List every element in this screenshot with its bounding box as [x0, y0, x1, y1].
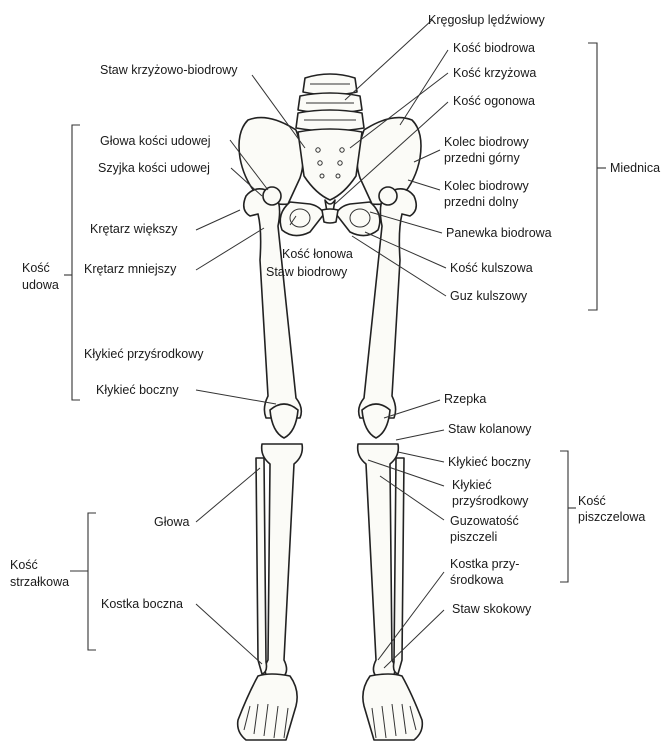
label-ischial-tuberosity: Guz kulszowy	[450, 289, 528, 303]
label-femoral-head: Głowa kości udowej	[100, 134, 210, 148]
femur-bracket	[64, 125, 80, 400]
label-aiis-line1: Kolec biodrowy	[444, 179, 530, 193]
label-asis-line1: Kolec biodrowy	[444, 135, 530, 149]
label-greater-trochanter: Krętarz większy	[90, 222, 178, 236]
label-medial-condyle-tibia-line2: przyśrodkowy	[452, 494, 529, 508]
sacrum	[298, 129, 362, 200]
skeleton-illustration	[238, 74, 423, 740]
label-medial-condyle-tibia: Kłykieć przyśrodkowy	[452, 478, 529, 508]
label-fibula-group: Kość strzałkowa	[10, 558, 69, 589]
label-aiis: Kolec biodrowy przedni dolny	[444, 179, 532, 209]
label-fibula-head: Głowa	[154, 515, 189, 529]
label-femur-group-line2: udowa	[22, 278, 59, 292]
label-pubis: Kość łonowa	[282, 247, 353, 261]
fibula-bracket	[70, 513, 96, 650]
label-medial-malleolus: Kostka przy- środkowa	[450, 557, 523, 587]
label-asis-line2: przedni górny	[444, 151, 520, 165]
fibula-right	[394, 458, 405, 674]
tibia-bracket	[560, 451, 576, 582]
label-fibula-group-line2: strzałkowa	[10, 575, 69, 589]
femoral-head-right	[379, 187, 397, 205]
tibia-right	[358, 444, 399, 678]
pubis-ischium-right	[336, 202, 380, 236]
label-hip-joint: Staw biodrowy	[266, 265, 348, 279]
label-tibia-group-line1: Kość	[578, 494, 606, 508]
label-fibula-group-line1: Kość	[10, 558, 38, 572]
label-sacrum: Kość krzyżowa	[453, 66, 536, 80]
patella-left	[270, 404, 298, 438]
label-coccyx: Kość ogonowa	[453, 94, 535, 108]
label-aiis-line2: przedni dolny	[444, 195, 519, 209]
label-femoral-neck: Szyjka kości udowej	[98, 161, 210, 175]
label-patella: Rzepka	[444, 392, 486, 406]
label-tibia-group: Kość piszczelowa	[578, 494, 645, 524]
label-femur-group-line1: Kość	[22, 261, 50, 275]
label-asis: Kolec biodrowy przedni górny	[444, 135, 532, 165]
label-pelvis-group: Miednica	[610, 161, 660, 175]
label-ankle-joint: Staw skokowy	[452, 602, 532, 616]
label-lesser-trochanter: Krętarz mniejszy	[84, 262, 177, 276]
fibula-left	[256, 458, 267, 674]
label-medial-condyle-femur: Kłykieć przyśrodkowy	[84, 347, 204, 361]
label-knee-joint: Staw kolanowy	[448, 422, 532, 436]
label-lateral-condyle-femur: Kłykieć boczny	[96, 383, 179, 397]
label-lateral-malleolus: Kostka boczna	[101, 597, 183, 611]
label-ischium: Kość kulszowa	[450, 261, 533, 275]
label-ilium: Kość biodrowa	[453, 41, 535, 55]
label-medial-malleolus-line2: środkowa	[450, 573, 504, 587]
label-tibial-tuberosity-line1: Guzowatość	[450, 514, 519, 528]
patella-right	[362, 404, 390, 438]
femoral-head-left	[263, 187, 281, 205]
label-lumbar-spine: Kręgosłup lędźwiowy	[428, 13, 545, 27]
tibia-left	[262, 444, 303, 678]
lumbar-vertebrae	[296, 74, 364, 131]
label-acetabulum: Panewka biodrowa	[446, 226, 552, 240]
pubis-ischium-left	[280, 202, 324, 236]
pelvis-bracket	[588, 43, 606, 310]
label-tibial-tuberosity-line2: piszczeli	[450, 530, 497, 544]
label-tibial-tuberosity: Guzowatość piszczeli	[450, 514, 522, 544]
label-lateral-condyle-tibia: Kłykieć boczny	[448, 455, 531, 469]
label-medial-condyle-tibia-line1: Kłykieć	[452, 478, 492, 492]
label-sacroiliac-joint: Staw krzyżowo-biodrowy	[100, 63, 238, 77]
label-tibia-group-line2: piszczelowa	[578, 510, 645, 524]
label-medial-malleolus-line1: Kostka przy-	[450, 557, 519, 571]
label-femur-group: Kość udowa	[22, 261, 59, 292]
